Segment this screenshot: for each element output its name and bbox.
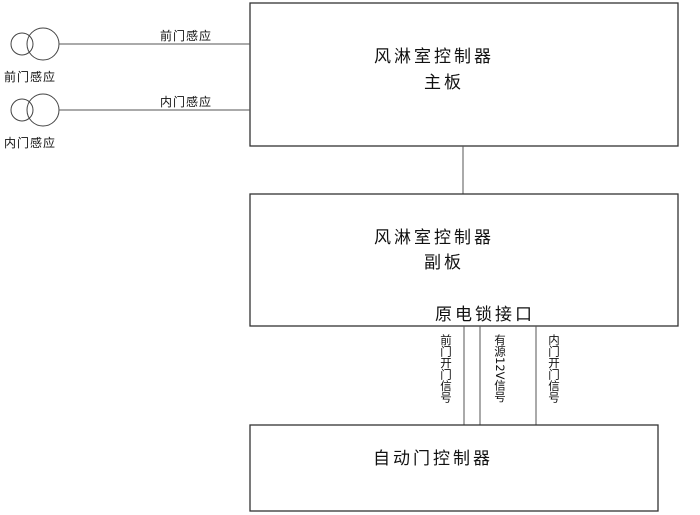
- main-board-box: [249, 2, 679, 147]
- signal-label-front: 前门开门信号: [439, 333, 453, 404]
- sub-board-title: 风淋室控制器: [374, 228, 494, 248]
- signal-label-12v: 有源12V信号: [493, 333, 507, 403]
- front-door-sensor-label: 前门感应: [4, 69, 56, 84]
- signal-label-inner: 内门开门信号: [547, 333, 561, 404]
- inner-door-sensor-icon: [10, 93, 60, 127]
- sub-board-box: [249, 193, 679, 327]
- lock-interface-label: 原电锁接口: [435, 305, 535, 325]
- sub-board-subtitle: 副板: [424, 253, 464, 273]
- auto-door-controller-box: [249, 424, 659, 512]
- main-board-title: 风淋室控制器: [374, 47, 494, 67]
- front-door-wire-label: 前门感应: [160, 28, 212, 43]
- front-door-sensor-icon: [10, 27, 60, 61]
- inner-door-wire-label: 内门感应: [160, 94, 212, 109]
- main-board-subtitle: 主板: [424, 73, 464, 93]
- inner-door-sensor-label: 内门感应: [4, 135, 56, 150]
- auto-door-controller-label: 自动门控制器: [373, 449, 493, 469]
